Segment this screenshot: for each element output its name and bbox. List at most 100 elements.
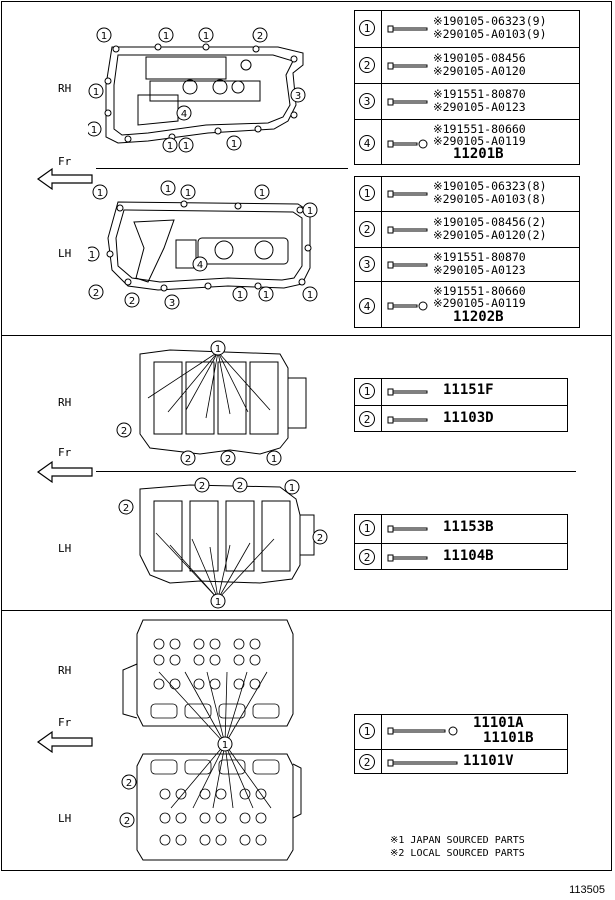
rh-label: RH xyxy=(58,664,72,677)
bolt-icon xyxy=(387,759,458,767)
rh-lh-divider xyxy=(96,168,348,169)
part-code: 11104B xyxy=(443,548,494,564)
bolt-icon xyxy=(387,388,428,396)
part-code: 11101V xyxy=(463,753,514,769)
callout-1: 1 xyxy=(163,31,169,42)
rh-lh-divider xyxy=(96,471,576,472)
part-number-marker: 4 xyxy=(359,135,375,151)
lh-label: LH xyxy=(58,247,72,260)
callout-1: 1 xyxy=(263,290,269,301)
callout-2: 2 xyxy=(199,481,205,492)
part-number-text: ※290105-A0120 xyxy=(433,64,526,78)
callout-4: 4 xyxy=(181,109,187,120)
bolt-icon xyxy=(387,190,428,198)
bolt-icon xyxy=(387,25,428,33)
diagram-frame xyxy=(1,1,612,871)
bolt-icon xyxy=(387,554,428,562)
part-number-text: ※290105-A0103(8) xyxy=(433,192,547,206)
part-number-text: ※190105-06323(8) xyxy=(433,179,547,193)
callout-3: 3 xyxy=(295,91,301,102)
bolt-grommet-icon xyxy=(387,139,428,149)
front-arrow-icon xyxy=(36,730,93,754)
callout-1: 1 xyxy=(101,31,107,42)
callout-2: 2 xyxy=(123,503,129,514)
rh-label: RH xyxy=(58,396,72,409)
rh-housing-parts-table: 1 11151F 2 11103D xyxy=(354,378,568,432)
callout-1: 1 xyxy=(222,740,228,751)
part-number-text: ※290105-A0103(9) xyxy=(433,27,547,41)
callout-1: 1 xyxy=(167,141,173,152)
parts-row: 1 11101A 11101B xyxy=(355,715,567,749)
section-divider xyxy=(1,610,612,611)
part-number-text: ※191551-80870 xyxy=(433,250,526,264)
bolt-icon xyxy=(387,226,428,234)
part-number-marker: 1 xyxy=(359,383,375,399)
part-number-marker: 1 xyxy=(359,185,375,201)
parts-row: 2 ※190105-08456(2) ※290105-A0120(2) xyxy=(355,211,579,248)
callout-2: 2 xyxy=(129,296,135,307)
bolt-grommet-icon xyxy=(387,301,428,311)
callout-2: 2 xyxy=(257,31,263,42)
callout-2: 2 xyxy=(124,816,130,827)
bolt-icon xyxy=(387,261,428,269)
callout-1: 1 xyxy=(89,250,95,261)
part-number-text: ※190105-08456 xyxy=(433,51,526,65)
parts-row: 2 11101V xyxy=(355,749,567,775)
part-number-text: ※190105-08456(2) xyxy=(433,215,547,229)
callout-1: 1 xyxy=(165,184,171,195)
callout-2: 2 xyxy=(185,454,191,465)
callout-1: 1 xyxy=(97,188,103,199)
part-number-text: ※290105-A0123 xyxy=(433,263,526,277)
rh-label: RH xyxy=(58,82,72,95)
part-code: 11202B xyxy=(453,309,504,325)
cylinder-heads-diagram: 1 2 2 xyxy=(119,619,302,861)
front-arrow-icon xyxy=(36,167,93,191)
parts-row: 1 ※190105-06323(9) ※290105-A0103(9) xyxy=(355,11,579,47)
part-number-marker: 2 xyxy=(359,57,375,73)
callout-1: 1 xyxy=(93,87,99,98)
front-label: Fr xyxy=(58,716,72,729)
part-number-text: ※290105-A0119 xyxy=(433,134,526,148)
part-number-marker: 4 xyxy=(359,298,375,314)
callout-1: 1 xyxy=(185,188,191,199)
callout-1: 1 xyxy=(289,483,295,494)
callout-1: 1 xyxy=(215,344,221,355)
part-code: 11101A xyxy=(473,715,524,731)
callout-1: 1 xyxy=(203,31,209,42)
callout-1: 1 xyxy=(215,597,221,608)
part-number-text: ※290105-A0123 xyxy=(433,100,526,114)
part-number-marker: 2 xyxy=(359,549,375,565)
callout-2: 2 xyxy=(126,778,132,789)
parts-row: 3 ※191551-80870 ※290105-A0123 xyxy=(355,247,579,282)
part-number-marker: 2 xyxy=(359,221,375,237)
parts-row: 2 11104B xyxy=(355,543,567,571)
part-number-text: ※190105-06323(9) xyxy=(433,14,547,28)
callout-2: 2 xyxy=(225,454,231,465)
parts-row: 1 11151F xyxy=(355,379,567,405)
rh-camshaft-housing-diagram: 1 2 2 2 1 xyxy=(116,340,307,466)
bolt-icon xyxy=(387,525,428,533)
callout-2: 2 xyxy=(237,481,243,492)
part-number-marker: 1 xyxy=(359,723,375,739)
part-number-marker: 1 xyxy=(359,520,375,536)
part-number-text: ※191551-80660 xyxy=(433,122,526,136)
part-number-marker: 2 xyxy=(359,411,375,427)
callout-2: 2 xyxy=(121,426,127,437)
callout-4: 4 xyxy=(197,260,203,271)
part-number-text: ※290105-A0119 xyxy=(433,296,526,310)
callout-1: 1 xyxy=(237,290,243,301)
footnote-local: ※2 LOCAL SOURCED PARTS xyxy=(390,848,525,859)
parts-row: 3 ※191551-80870 ※290105-A0123 xyxy=(355,83,579,120)
part-number-marker: 3 xyxy=(359,256,375,272)
parts-row: 4 ※191551-80660 ※290105-A0119 11202B xyxy=(355,281,579,329)
lh-cam-cover-diagram: 1 1 1 1 1 1 4 2 2 3 1 1 1 xyxy=(88,180,318,310)
cylinder-head-parts-table: 1 11101A 11101B 2 11101V xyxy=(354,714,568,774)
part-code: 11151F xyxy=(443,382,494,398)
rh-cam-cover-diagram: 1 1 1 2 1 3 4 1 1 1 1 xyxy=(88,27,306,153)
bolt-washer-icon xyxy=(387,726,458,736)
lh-housing-parts-table: 1 11153B 2 11104B xyxy=(354,514,568,570)
lh-label: LH xyxy=(58,812,72,825)
parts-row: 1 ※190105-06323(8) ※290105-A0103(8) xyxy=(355,177,579,211)
illustration-id: 113505 xyxy=(569,884,605,896)
callout-1: 1 xyxy=(259,188,265,199)
